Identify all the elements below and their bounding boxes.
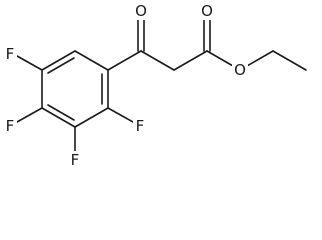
bond-ring-c4-c5-inner: [47, 104, 75, 121]
fluorine-c6-mask: [133, 117, 147, 135]
bond-c6-f: [107, 107, 134, 123]
carbonyl-oxygen-mask: [199, 2, 215, 20]
ester-oxygen-label: O: [234, 61, 246, 79]
bond-ring-to-ketone: [107, 50, 142, 71]
structural-formula: O O O F F F F: [3, 2, 307, 169]
ester-oxygen-mask: [232, 61, 248, 79]
fluorine-c6-label: F: [136, 117, 145, 135]
bonds: [16, 15, 307, 153]
bond-c4-f: [16, 107, 43, 123]
bond-ring-c1-c2: [74, 50, 109, 71]
bond-ring-c2-c3: [41, 50, 76, 71]
carbonyl-oxygen-label: O: [201, 2, 213, 20]
bond-ethyl-ch2-ch3: [272, 50, 307, 71]
bond-c3-f: [16, 55, 43, 71]
bond-ketone-ch2: [140, 50, 175, 71]
bond-ch2-ester-c: [173, 50, 208, 71]
fluorine-c4-mask: [3, 117, 17, 135]
fluorine-c5-label: F: [71, 151, 80, 169]
bond-ring-c2-c3-inner: [47, 57, 75, 74]
fluorine-c3-mask: [3, 45, 17, 63]
ketone-oxygen-label: O: [135, 2, 147, 20]
bond-ring-c4-c5: [41, 107, 76, 128]
bond-ring-c5-c6: [74, 107, 109, 128]
fluorine-c3-label: F: [6, 45, 15, 63]
fluorine-c4-label: F: [6, 117, 15, 135]
atom-labels: O O O F F F F: [3, 2, 248, 169]
ketone-oxygen-mask: [133, 2, 149, 20]
fluorine-c5-mask: [68, 151, 82, 169]
